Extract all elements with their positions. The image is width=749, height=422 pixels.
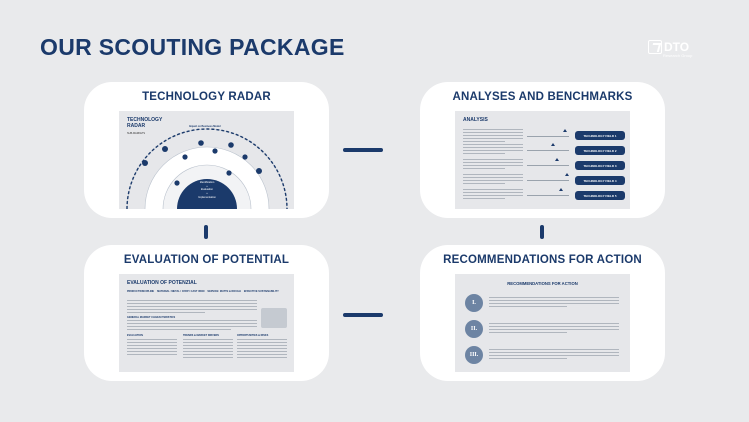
scale-line [527,150,569,151]
center-line-1: Identification [199,181,215,184]
analysis-text-block [463,189,523,201]
technology-field-1: TECHNOLOGY FIELD 1 [575,131,625,140]
section-opportunities: OPPORTUNITIES & RISKS [237,334,269,337]
product-image [261,308,287,328]
card-evaluation-potential[interactable]: EVALUATION OF POTENTIAL EVALUATION OF PO… [84,245,329,381]
page-title: OUR SCOUTING PACKAGE [40,34,345,60]
connector-right [540,225,544,239]
card-title: ANALYSES AND BENCHMARKS [452,91,633,103]
technology-field-5: TECHNOLOGY FIELD 5 [575,191,625,200]
card-recommendations-action[interactable]: RECOMMENDATIONS FOR ACTION RECOMMENDATIO… [420,245,665,381]
technology-radar-thumbnail: TECHNOLOGY RADAR SUB-MARKETS Impact on B… [119,111,294,209]
scale-line [527,165,569,166]
tag-row: PRODUCT/DISCIPLINE MATERIAL: METAL / CFR… [127,290,292,293]
recommendation-2-badge: II. [465,320,483,338]
scale-markers [551,129,569,191]
thumb-title: EVALUATION OF POTENZIAL [127,280,197,286]
technology-field-3: TECHNOLOGY FIELD 3 [575,161,625,170]
technology-field-4: TECHNOLOGY FIELD 4 [575,176,625,185]
section-general: GENERAL MARKET CHARACTERISTICS [127,316,176,319]
scale-line [527,136,569,137]
intro-text-block [127,300,257,315]
thumb-title: TECHNOLOGY RADAR [127,117,163,129]
tag-material: MATERIAL: METAL / CFRP / CAST IRON [157,290,205,293]
recommendations-thumbnail: RECOMMENDATIONS FOR ACTION I. II. III. [455,274,630,372]
logo-subtitle: Research Group [663,53,693,58]
scale-line [527,180,569,181]
radar-chart [126,128,288,209]
card-analyses-benchmarks[interactable]: ANALYSES AND BENCHMARKS ANALYSIS TECHNOL… [420,82,665,218]
scale-line [527,195,569,196]
thumb-subtitle: SUB-MARKETS [127,132,146,135]
trends-lines [183,339,233,360]
center-line-4: + [206,191,208,195]
opportunities-lines [237,339,287,360]
card-title: EVALUATION OF POTENTIAL [123,254,290,266]
center-line-3: Evaluation [200,188,214,192]
analysis-text-block [463,174,523,186]
card-title: TECHNOLOGY RADAR [142,91,271,103]
recommendation-3-badge: III. [465,346,483,364]
dto-logo-mark-icon [648,40,662,54]
general-text-block [127,320,257,332]
card-technology-radar[interactable]: TECHNOLOGY RADAR TECHNOLOGY RADAR SUB-MA… [84,82,329,218]
impact-label: Impact on Business Model [189,125,221,128]
thumb-title: RECOMMENDATIONS FOR ACTION [507,281,578,286]
section-evaluation: EVALUATION [127,334,143,337]
center-line-5: Implementation [198,195,216,199]
recommendation-2-text [489,323,619,335]
section-trends: TRENDS & MARKET DRIVERS [183,334,219,337]
recommendation-3-text [489,349,619,361]
logo-text: DTO [664,40,690,54]
evaluation-thumbnail: EVALUATION OF POTENZIAL PRODUCT/DISCIPLI… [119,274,294,372]
thumb-title: ANALYSIS [463,117,488,123]
tag-service: SERVICE: MATTE & ROUGH [207,290,241,293]
tag-product: PRODUCT/DISCIPLINE [127,290,155,293]
connector-top [343,148,383,152]
recommendation-1-text [489,297,619,309]
dto-logo: DTO [648,39,708,55]
radar-center-label: Identification + Evaluation + Implementa… [189,181,225,199]
recommendation-1-badge: I. [465,294,483,312]
analysis-text-block [463,144,523,156]
analysis-text-block [463,159,523,171]
evaluation-lines [127,339,177,357]
connector-bottom [343,313,383,317]
tag-sustainability: EFFECTIVE SUSTAINABILITY [243,290,279,293]
analysis-thumbnail: ANALYSIS TECHNOLOGY FIELD 1 TECHNOLOGY F… [455,111,630,209]
connector-left [204,225,208,239]
analysis-text-block [463,129,523,144]
card-title: RECOMMENDATIONS FOR ACTION [443,254,642,266]
technology-field-2: TECHNOLOGY FIELD 2 [575,146,625,155]
center-line-2: + [206,184,208,188]
